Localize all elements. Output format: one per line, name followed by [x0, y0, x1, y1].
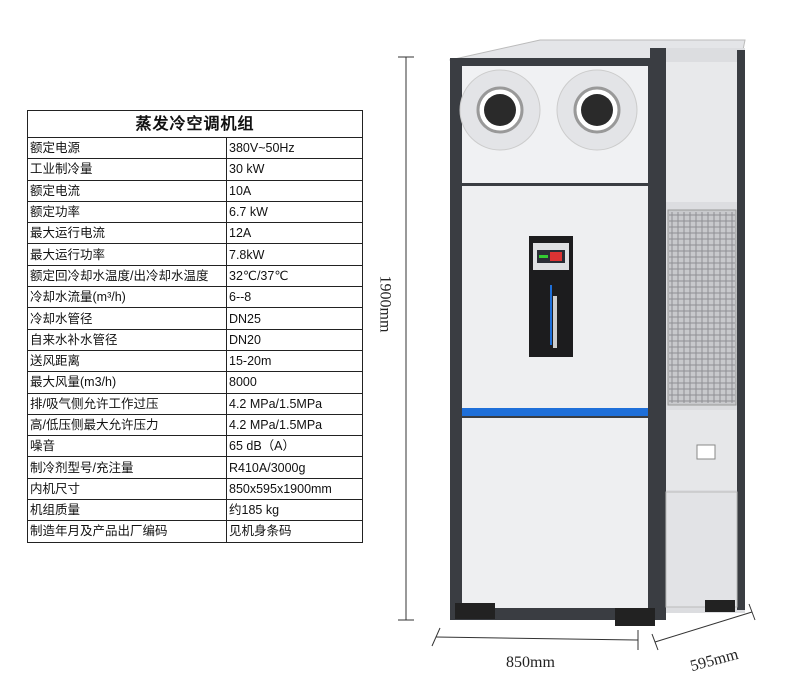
spec-value: 32℃/37℃ — [226, 264, 363, 288]
spec-value: 380V~50Hz — [226, 136, 363, 160]
fan-outlet-left — [459, 69, 541, 151]
fan-outlet-right — [556, 69, 638, 151]
spec-value: 30 kW — [226, 158, 363, 181]
spec-value: 15-20m — [226, 349, 363, 373]
spec-label: 额定电源 — [27, 136, 227, 160]
spec-label: 制造年月及产品出厂编码 — [27, 520, 227, 543]
side-handle — [696, 444, 716, 460]
spec-value: 12A — [226, 222, 363, 245]
depth-dimension-line — [651, 603, 756, 651]
spec-label: 高/低压侧最大允许压力 — [27, 413, 227, 437]
table-row: 制造年月及产品出厂编码见机身条码 — [27, 520, 363, 543]
spec-label: 额定回冷却水温度/出冷却水温度 — [27, 264, 227, 288]
width-label: 850mm — [506, 654, 555, 671]
foot-right — [615, 608, 655, 626]
spec-label: 最大运行电流 — [27, 222, 227, 245]
table-title: 蒸发冷空调机组 — [27, 110, 363, 138]
spec-value: 见机身条码 — [226, 520, 363, 543]
height-dimension-line — [398, 56, 414, 621]
spec-label: 冷却水管径 — [27, 307, 227, 330]
control-panel — [529, 236, 573, 357]
width-dimension-line — [431, 627, 639, 650]
foot-left — [455, 603, 495, 619]
spec-label: 排/吸气侧允许工作过压 — [27, 392, 227, 415]
blue-stripe — [462, 408, 648, 416]
height-label: 1900mm — [376, 275, 394, 333]
